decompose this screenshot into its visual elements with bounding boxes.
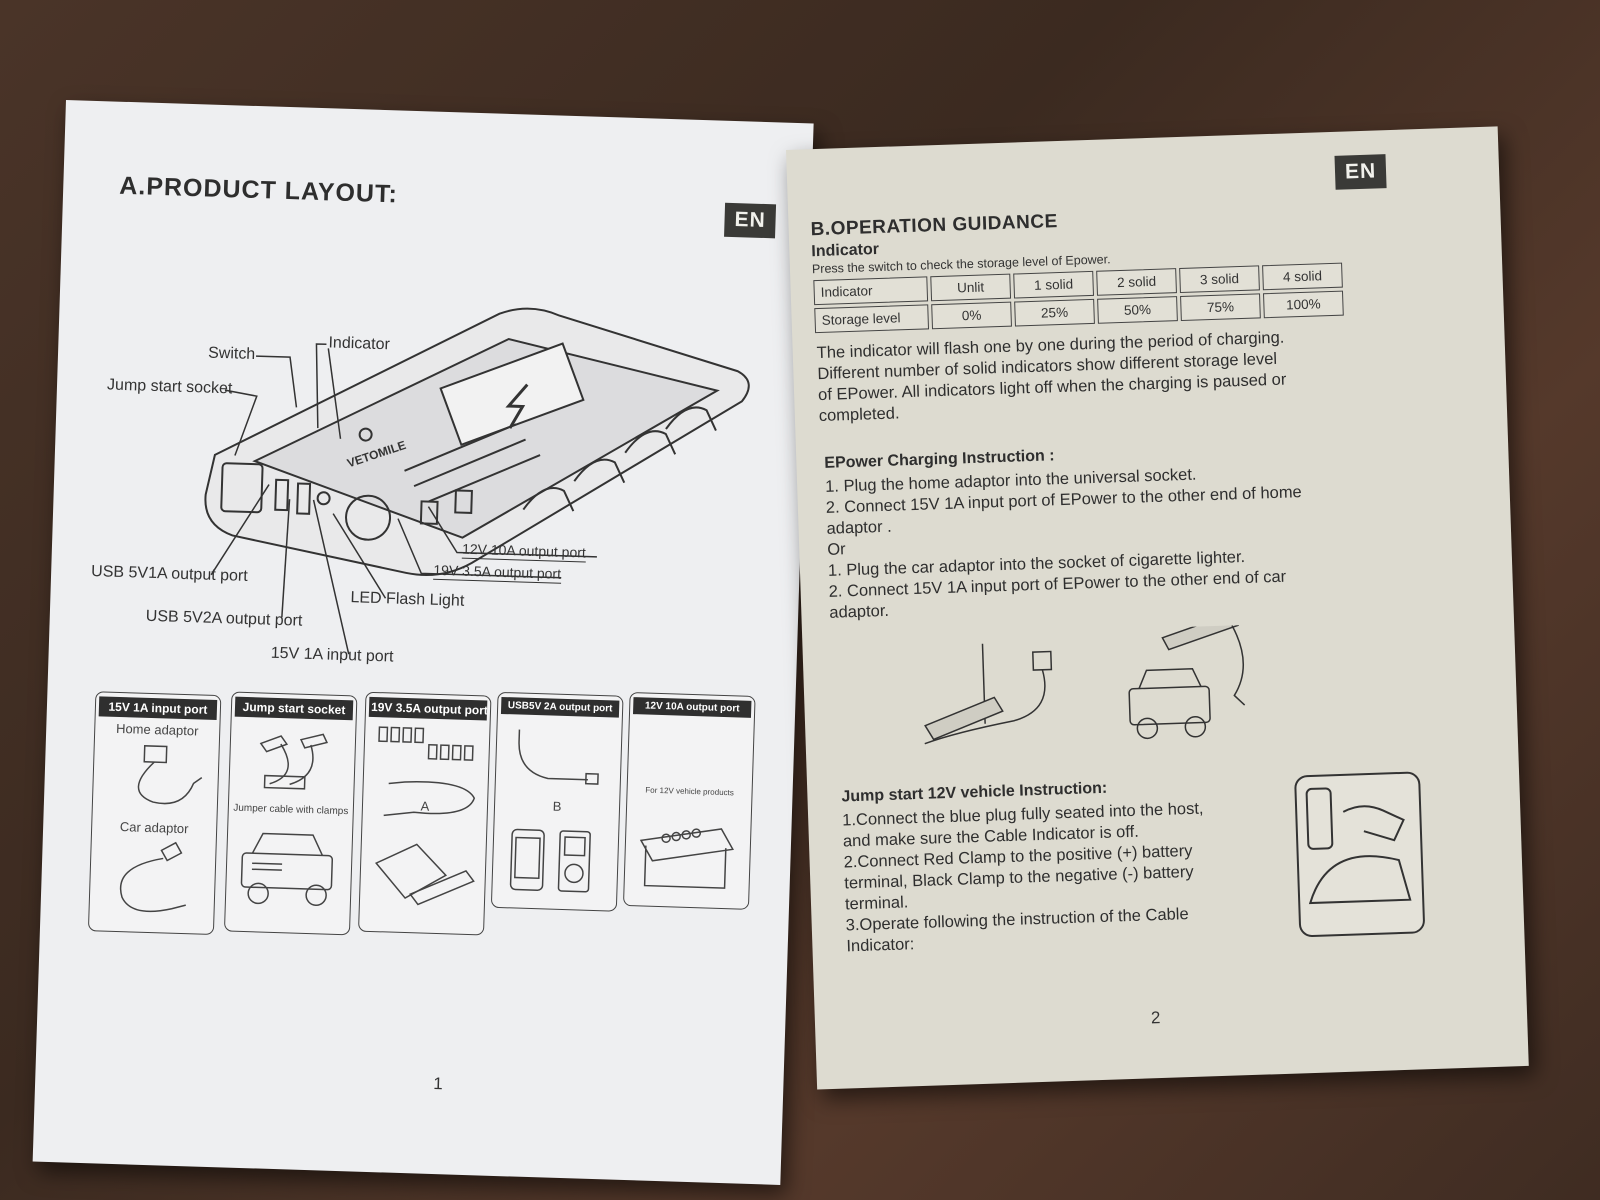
section-title: B.OPERATION GUIDANCE	[810, 211, 1059, 241]
indicator-description: The indicator will flash one by one duri…	[816, 328, 1287, 427]
jump-start-instructions: 1.Connect the blue plug fully seated int…	[842, 799, 1208, 958]
table-cell: 1 solid	[1013, 270, 1095, 299]
table-cell: 50%	[1097, 296, 1178, 324]
accessory-box-usb-output: USB5V 2A output port B	[490, 691, 624, 912]
accessory-text-jumper-cable: Jumper cable with clamps	[233, 802, 349, 818]
right-manual-page: EN B.OPERATION GUIDANCE Indicator Press …	[786, 126, 1529, 1090]
jumper-cable-icon	[259, 733, 329, 790]
accessory-box-jump-start: Jump start socket Jumper cable with clam…	[223, 691, 358, 936]
table-cell: Storage level	[814, 304, 930, 334]
car-adaptor-icon	[119, 841, 186, 913]
table-cell: 75%	[1180, 293, 1261, 322]
accessory-box-15v-input: 15V 1A input port Home adaptor Car adapt…	[87, 691, 222, 936]
leader-lines	[210, 343, 597, 655]
laptop-icon	[374, 843, 475, 906]
phone-and-player-icon	[509, 828, 591, 893]
language-badge: EN	[1334, 154, 1387, 190]
table-cell: 0%	[931, 301, 1012, 330]
table-cell: 100%	[1263, 290, 1344, 319]
charging-heading: EPower Charging Instruction :	[824, 447, 1055, 472]
table-cell: 2 solid	[1096, 268, 1177, 296]
table-cell: 3 solid	[1179, 265, 1260, 294]
page-number: 1	[432, 1074, 444, 1094]
car-fridge-icon	[639, 828, 734, 889]
left-manual-page: A.PRODUCT LAYOUT: EN VETOMILE Switch Ind…	[32, 100, 814, 1185]
table-cell: 4 solid	[1262, 262, 1343, 291]
dc-cable-icon	[383, 781, 476, 817]
indicator-heading: Indicator	[811, 240, 880, 261]
accessory-box-19v-output: 19V 3.5A output port A	[358, 691, 492, 936]
accessory-text-home-adaptor: Home adaptor	[115, 720, 199, 739]
jeep-car-icon	[240, 832, 334, 906]
table-cell: 25%	[1014, 298, 1095, 327]
accessory-text-b: B	[552, 798, 562, 814]
home-adaptor-icon	[137, 745, 203, 805]
accessory-header: 19V 3.5A output port	[368, 696, 488, 721]
table-cell: Indicator	[813, 276, 929, 306]
jump-starter-device-illustration: VETOMILE	[204, 307, 750, 576]
blue-plug-illustration	[1294, 771, 1425, 937]
accessory-header: Jump start socket	[234, 696, 354, 721]
table-cell: Unlit	[930, 273, 1012, 302]
accessory-header: 15V 1A input port	[98, 696, 218, 721]
usb-cable-icon	[518, 729, 599, 785]
page-number: 2	[1150, 1008, 1161, 1028]
accessory-box-12v-output: 12V 10A output port For 12V vehicle prod…	[622, 691, 756, 910]
accessory-header: USB5V 2A output port	[500, 696, 620, 718]
dc-tips-icon	[378, 726, 474, 761]
accessory-header: 12V 10A output port	[632, 697, 752, 718]
charging-illustration	[924, 623, 1246, 745]
charging-instructions: 1. Plug the home adaptor into the univer…	[825, 461, 1306, 624]
accessory-text-car-adaptor: Car adaptor	[119, 819, 189, 837]
accessory-text-12v-products: For 12V vehicle products	[645, 785, 734, 798]
